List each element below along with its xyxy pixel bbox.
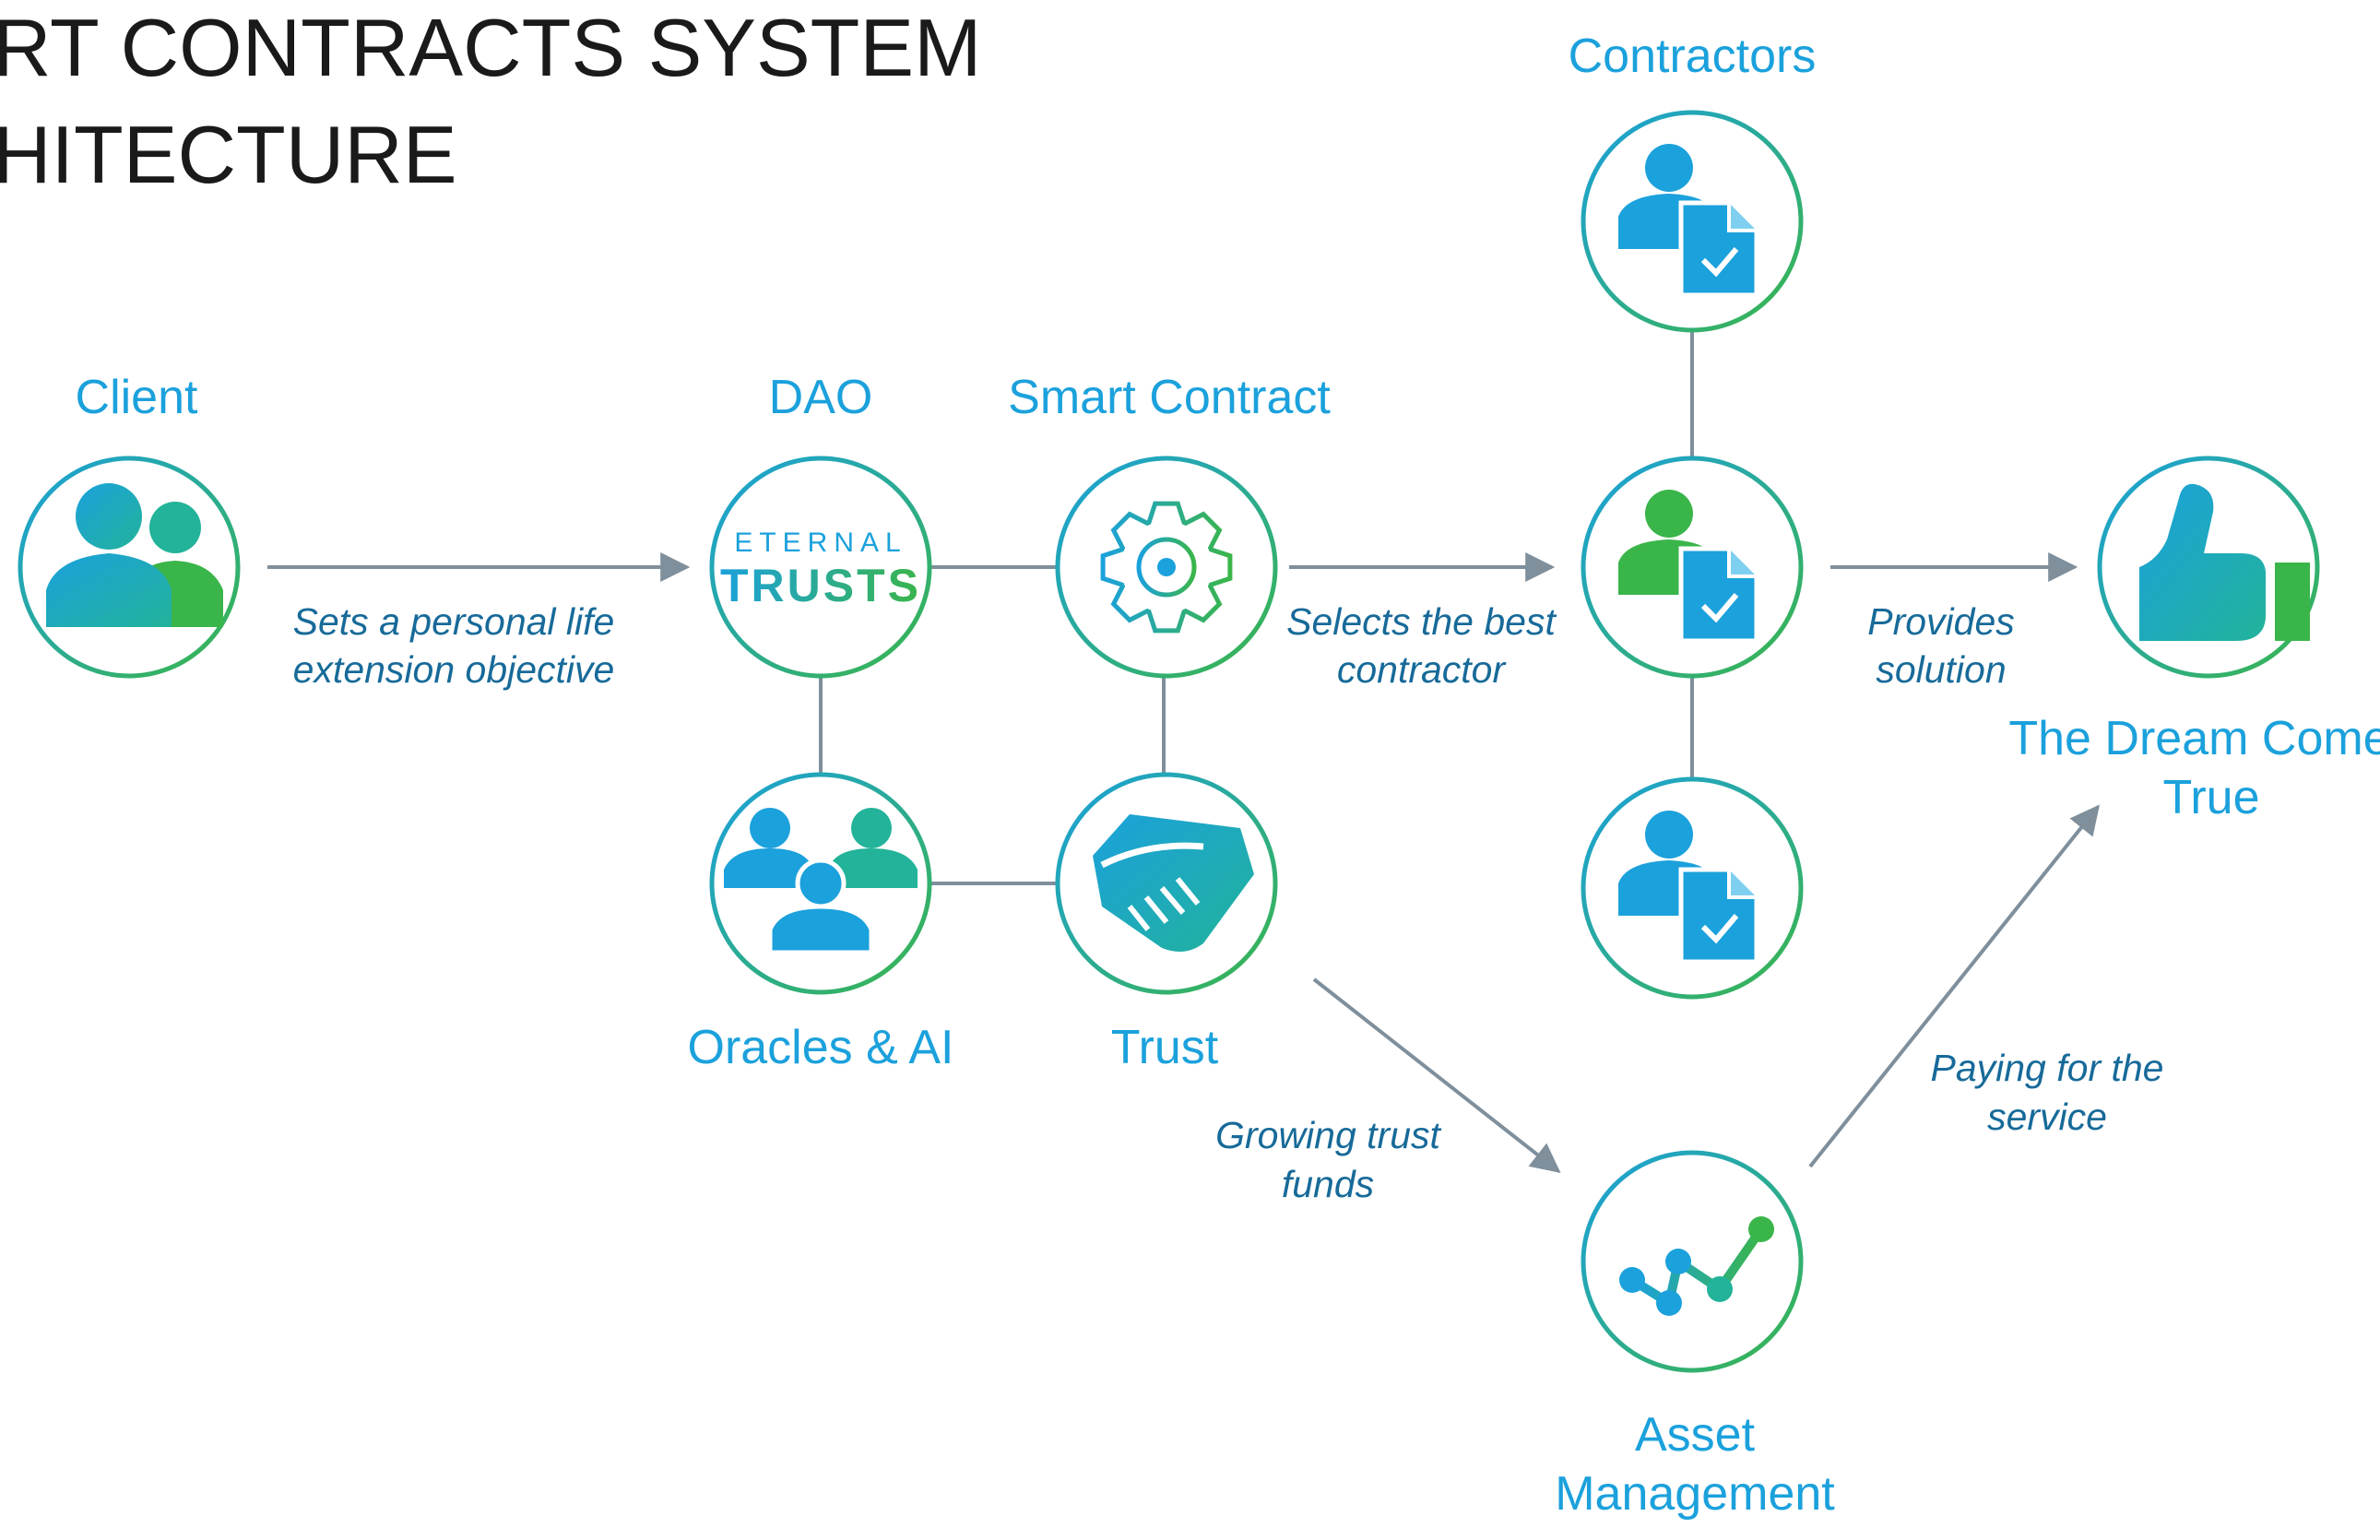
trust-label: Trust	[1111, 1021, 1219, 1074]
arrows	[267, 552, 2100, 1173]
client-label: Client	[76, 371, 198, 424]
dream-label-line-1: The Dream Comes	[2008, 712, 2380, 765]
thumbs-up-icon	[2139, 483, 2310, 641]
edge-label-select-1: Selects the best	[1286, 600, 1557, 643]
asset-node	[1581, 1150, 1804, 1373]
title-line-2: HITECTURE	[0, 109, 457, 200]
people-icon	[46, 483, 223, 627]
person-document-icon	[1618, 811, 1759, 965]
asset-label-line-2: Management	[1555, 1467, 1835, 1521]
title-line-1: RT CONTRACTS SYSTEM	[0, 2, 981, 93]
dao-ring	[709, 456, 932, 679]
eternal-trusts-logo-top: ETERNAL	[734, 527, 906, 558]
edge-label-client-dao-1: Sets a personal life	[293, 600, 615, 643]
eternal-trusts-logo-bottom: TRUSTS	[720, 560, 921, 611]
smart-contract-label: Smart Contract	[1008, 371, 1331, 424]
edge-label-growing-1: Growing trust	[1215, 1114, 1441, 1156]
edge-label-paying-1: Paying for the	[1931, 1047, 2164, 1089]
connectors	[819, 330, 1694, 885]
arrow-trust-asset	[1312, 977, 1561, 1173]
oracles-label: Oracles & AI	[688, 1021, 954, 1074]
edge-label-provides-2: solution	[1876, 648, 2006, 691]
contractor-node-bottom	[1581, 776, 1804, 1000]
trust-node	[1055, 772, 1278, 995]
dream-node	[2097, 456, 2320, 679]
smart-contract-node	[1055, 456, 1278, 679]
asset-ring	[1581, 1150, 1804, 1373]
group-icon	[724, 808, 918, 955]
contractor-node-top	[1581, 110, 1804, 333]
oracles-node	[709, 772, 932, 995]
client-node	[18, 456, 241, 679]
dao-label: DAO	[769, 371, 873, 424]
edge-label-client-dao-2: extension objective	[293, 648, 615, 691]
gear-icon	[1100, 501, 1233, 634]
dream-label-line-2: True	[2163, 771, 2260, 824]
edge-label-paying-2: service	[1987, 1096, 2107, 1138]
edge-label-growing-2: funds	[1282, 1163, 1374, 1205]
handshake-icon	[1093, 814, 1254, 952]
person-document-icon	[1618, 490, 1759, 644]
edge-label-select-2: contractor	[1337, 648, 1508, 691]
dao-node: ETERNAL TRUSTS	[709, 456, 932, 679]
chart-line-icon	[1619, 1216, 1774, 1316]
person-document-icon	[1618, 144, 1759, 298]
asset-label-line-1: Asset	[1635, 1408, 1756, 1462]
contractor-node-selected	[1581, 456, 1804, 679]
edge-label-provides-1: Provides	[1867, 600, 2015, 643]
contractors-label: Contractors	[1569, 30, 1817, 83]
arrow-asset-dream	[1808, 804, 2100, 1168]
